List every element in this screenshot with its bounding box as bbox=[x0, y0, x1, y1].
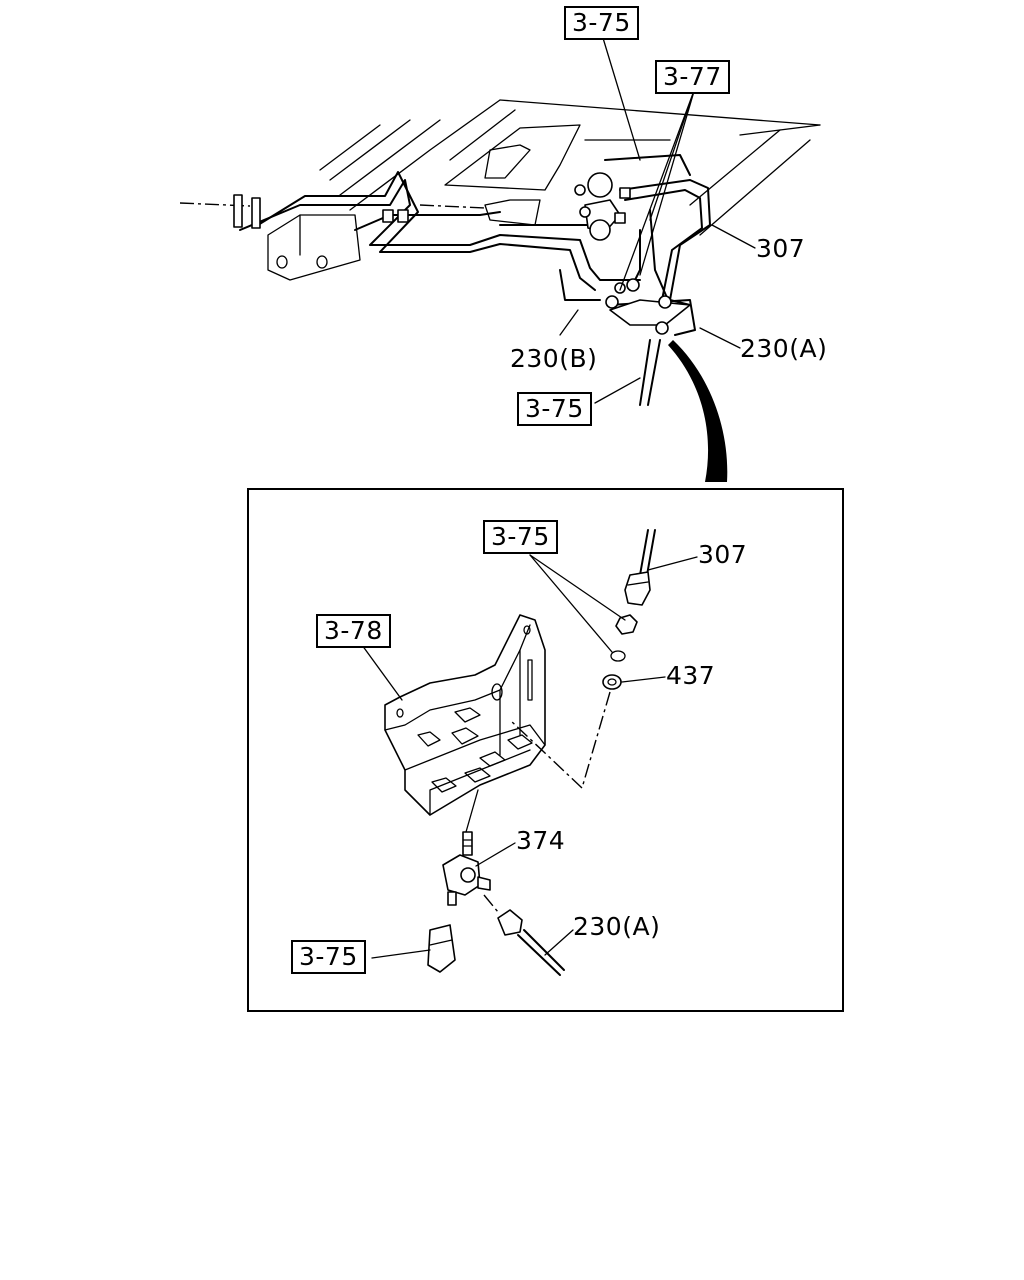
pipe-307-drawing bbox=[624, 529, 656, 606]
ref-label-3-75-nut: 3-75 bbox=[483, 520, 558, 554]
part-label-437: 437 bbox=[666, 661, 716, 690]
ref-label-3-77: 3-77 bbox=[655, 60, 730, 94]
detail-leaders bbox=[361, 554, 698, 959]
ref-label-3-75-mid: 3-75 bbox=[517, 392, 592, 426]
detail-callout-arrow bbox=[668, 340, 728, 482]
part-label-307-detail: 307 bbox=[698, 540, 748, 569]
pipe-230a-drawing bbox=[483, 894, 565, 976]
ref-label-3-75-top: 3-75 bbox=[564, 6, 639, 40]
bracket-drawing bbox=[384, 614, 546, 816]
union-fitting-drawing bbox=[427, 924, 456, 973]
part-label-230b: 230(B) bbox=[510, 344, 598, 373]
detail-frame bbox=[247, 488, 844, 1012]
brake-pipes-drawing bbox=[233, 154, 711, 406]
ref-label-3-78: 3-78 bbox=[316, 614, 391, 648]
frame-rail-drawing bbox=[179, 99, 821, 281]
nut-washer-drawing bbox=[602, 614, 638, 690]
top-leaders bbox=[559, 37, 756, 404]
part-label-230a-detail: 230(A) bbox=[573, 912, 661, 941]
tee-fitting-drawing bbox=[442, 831, 491, 906]
part-label-230a-top: 230(A) bbox=[740, 334, 828, 363]
ref-label-3-75-bottom: 3-75 bbox=[291, 940, 366, 974]
part-label-374: 374 bbox=[516, 826, 566, 855]
part-label-307-top: 307 bbox=[756, 234, 806, 263]
